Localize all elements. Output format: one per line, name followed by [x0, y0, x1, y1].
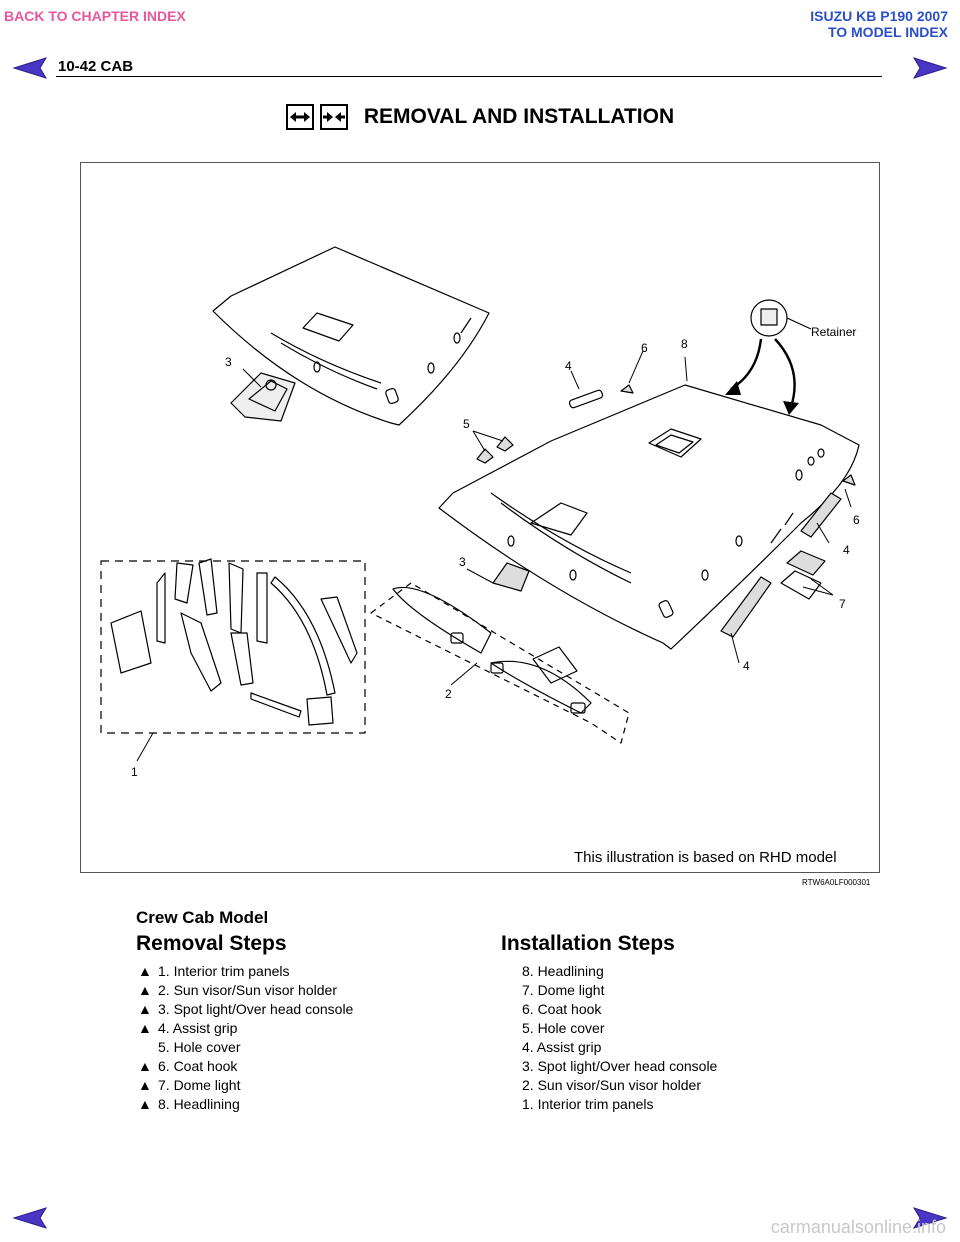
- removal-step: ▲ 2. Sun visor/Sun visor holder: [138, 981, 353, 1000]
- headliner-main-drawing: [438, 384, 860, 650]
- figure-code: RTW6A0LF000301: [802, 878, 871, 887]
- important-mark: ▲: [138, 1001, 152, 1017]
- important-mark: ▲: [138, 1020, 152, 1036]
- removal-step-text: 8. Headlining: [158, 1096, 240, 1112]
- removal-step-text: 3. Spot light/Over head console: [158, 1001, 354, 1017]
- removal-step-text: 4. Assist grip: [158, 1020, 238, 1036]
- callout-1: 1: [131, 765, 138, 779]
- page-title: REMOVAL AND INSTALLATION: [363, 105, 675, 128]
- callout-6-upper: 6: [641, 341, 648, 355]
- next-page-arrow-bottom-icon[interactable]: [912, 1206, 948, 1230]
- removal-step-text: 2. Sun visor/Sun visor holder: [158, 982, 337, 998]
- removal-icon: [285, 104, 314, 130]
- callout-4-lower: 4: [743, 659, 750, 673]
- important-mark: ▲: [138, 963, 152, 979]
- removal-step: ▲ 6. Coat hook: [138, 1057, 353, 1076]
- removal-step-text: 6. Coat hook: [158, 1058, 238, 1074]
- important-mark: ▲: [138, 982, 152, 998]
- headliner-rear-drawing: [212, 246, 490, 426]
- model-heading: Crew Cab Model: [136, 908, 269, 927]
- important-mark: ▲: [138, 1058, 152, 1074]
- prev-page-arrow-bottom-icon[interactable]: [12, 1206, 48, 1230]
- removal-steps-heading: Removal Steps: [136, 932, 287, 955]
- important-mark: ▲: [138, 1096, 152, 1112]
- callout-3-upper: 3: [225, 355, 232, 369]
- interior-trim-panel-drawings: [100, 558, 366, 734]
- section-header: 10-42 CAB: [58, 58, 134, 75]
- removal-step: ▲ 4. Assist grip: [138, 1019, 353, 1038]
- to-model-index-line: TO MODEL INDEX: [827, 24, 948, 40]
- callout-8: 8: [681, 337, 688, 351]
- callout-2: 2: [445, 687, 452, 701]
- prev-page-arrow-icon[interactable]: [12, 56, 48, 80]
- removal-step: ▲ 8. Headlining: [138, 1095, 353, 1114]
- back-to-chapter-index-link[interactable]: BACK TO CHAPTER INDEX: [4, 8, 186, 24]
- headlining-diagram-svg: [100, 246, 860, 762]
- exploded-diagram: 3 4 6 8 Retainer 5 3 6 4 7 4 2 1: [80, 162, 880, 873]
- installation-step: 4. Assist grip: [522, 1039, 602, 1055]
- removal-steps-list: ▲ 1. Interior trim panels ▲ 2. Sun visor/S…: [138, 962, 353, 1114]
- installation-steps-heading: Installation Steps: [501, 932, 675, 955]
- callout-5: 5: [463, 417, 470, 431]
- removal-step: 5. Hole cover: [138, 1038, 353, 1057]
- small-parts-drawings: [476, 384, 856, 600]
- installation-step: 7. Dome light: [522, 982, 605, 998]
- installation-step: 8. Headlining: [522, 963, 604, 979]
- removal-step-text: 1. Interior trim panels: [158, 963, 290, 979]
- watermark: carmanualsonline.info: [770, 1217, 946, 1237]
- installation-step: 5. Hole cover: [522, 1020, 605, 1036]
- callout-6-lower: 6: [853, 513, 860, 527]
- spot-light-upper-drawing: [230, 372, 296, 422]
- assist-grip-drawings: [568, 389, 842, 638]
- removal-step-text: 5. Hole cover: [158, 1039, 241, 1055]
- installation-step: 6. Coat hook: [522, 1001, 602, 1017]
- removal-step-text: 7. Dome light: [158, 1077, 241, 1093]
- callout-4-upper: 4: [565, 359, 572, 373]
- sun-visor-drawings: [370, 582, 630, 744]
- retainer-arrows: [725, 338, 799, 415]
- installation-icon: [319, 104, 348, 130]
- removal-step: ▲ 3. Spot light/Over head console: [138, 1000, 353, 1019]
- retainer-drawing: [750, 299, 812, 337]
- page-title-row: REMOVAL AND INSTALLATION: [0, 104, 960, 130]
- installation-steps-list: 8. Headlining 7. Dome light 6. Coat hook…: [522, 962, 717, 1114]
- callout-3-lower: 3: [459, 555, 466, 569]
- installation-step: 2. Sun visor/Sun visor holder: [522, 1077, 701, 1093]
- installation-step: 3. Spot light/Over head console: [522, 1058, 718, 1074]
- model-index-link[interactable]: ISUZU KB P190 2007 TO MODEL INDEX: [810, 8, 948, 40]
- leader-lines: [136, 350, 852, 762]
- removal-step: ▲ 7. Dome light: [138, 1076, 353, 1095]
- installation-step: 1. Interior trim panels: [522, 1096, 654, 1112]
- header-divider: [56, 76, 882, 77]
- removal-step: ▲ 1. Interior trim panels: [138, 962, 353, 981]
- callout-retainer: Retainer: [811, 325, 857, 339]
- callout-4-right: 4: [843, 543, 850, 557]
- next-page-arrow-icon[interactable]: [912, 56, 948, 80]
- important-mark: ▲: [138, 1077, 152, 1093]
- figure-note: This illustration is based on RHD model: [574, 849, 837, 866]
- callout-7: 7: [839, 597, 846, 611]
- model-title-line: ISUZU KB P190 2007: [810, 8, 948, 24]
